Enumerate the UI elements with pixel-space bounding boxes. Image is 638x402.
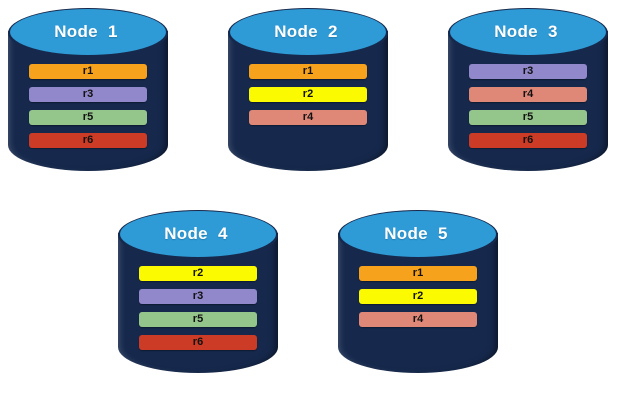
shard-bar[interactable]: r2	[249, 87, 367, 102]
shard-list: r1 r3 r5 r6	[29, 64, 147, 148]
shard-bar[interactable]: r2	[139, 266, 257, 281]
shard-bar[interactable]: r3	[139, 289, 257, 304]
shard-bar[interactable]: r1	[359, 266, 477, 281]
node-label: Node 5	[384, 224, 448, 243]
shard-bar[interactable]: r4	[469, 87, 587, 102]
shard-bar[interactable]: r1	[29, 64, 147, 79]
shard-list: r1 r2 r4	[249, 64, 367, 125]
shard-bar[interactable]: r4	[359, 312, 477, 327]
shard-list: r3 r4 r5 r6	[469, 64, 587, 148]
shard-bar[interactable]: r5	[29, 110, 147, 125]
cylinder-top-ellipse	[340, 211, 496, 257]
database-node-4[interactable]: Node 4 r2 r3 r5 r6	[118, 210, 278, 392]
shard-list: r1 r2 r4	[359, 266, 477, 327]
node-label: Node 2	[274, 22, 338, 41]
shard-bar[interactable]: r5	[469, 110, 587, 125]
database-node-5[interactable]: Node 5 r1 r2 r4	[338, 210, 498, 392]
cylinder-top-ellipse	[10, 9, 166, 55]
shard-bar[interactable]: r3	[469, 64, 587, 79]
node-label: Node 3	[494, 22, 558, 41]
shard-bar[interactable]: r2	[359, 289, 477, 304]
database-node-1[interactable]: Node 1 r1 r3 r5 r6	[8, 8, 168, 190]
database-node-2[interactable]: Node 2 r1 r2 r4	[228, 8, 388, 190]
shard-bar[interactable]: r5	[139, 312, 257, 327]
shard-bar[interactable]: r6	[469, 133, 587, 148]
cylinder-top-ellipse	[230, 9, 386, 55]
shard-bar[interactable]: r4	[249, 110, 367, 125]
shard-bar[interactable]: r1	[249, 64, 367, 79]
shard-list: r2 r3 r5 r6	[139, 266, 257, 350]
database-node-3[interactable]: Node 3 r3 r4 r5 r6	[448, 8, 608, 190]
shard-bar[interactable]: r6	[29, 133, 147, 148]
cylinder-top-ellipse	[450, 9, 606, 55]
shard-bar[interactable]: r6	[139, 335, 257, 350]
node-label: Node 1	[54, 22, 118, 41]
cylinder-top-ellipse	[120, 211, 276, 257]
shard-bar[interactable]: r3	[29, 87, 147, 102]
node-label: Node 4	[164, 224, 228, 243]
